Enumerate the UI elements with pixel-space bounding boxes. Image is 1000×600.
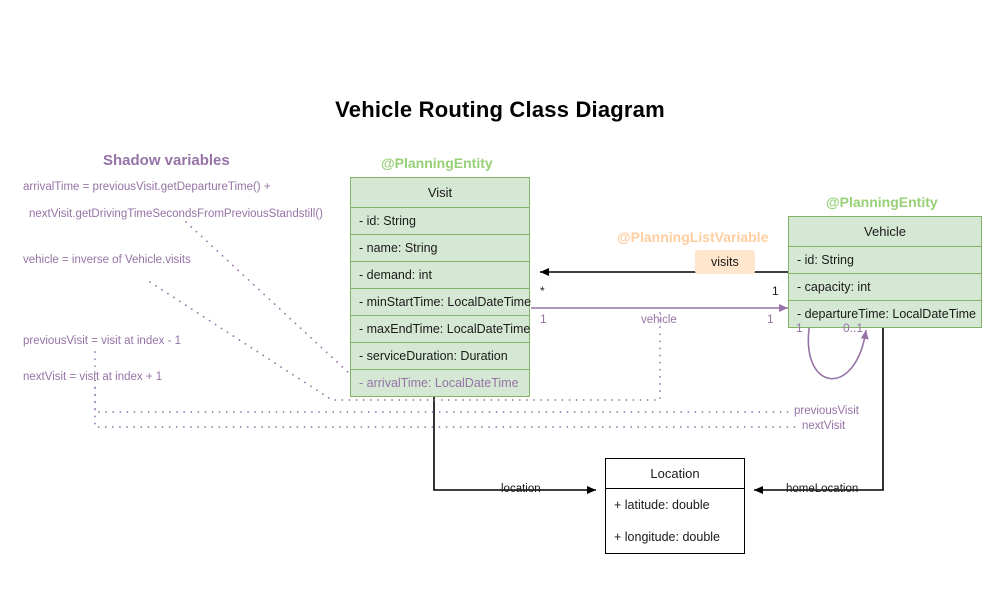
multiplicity-self-loop-left: 1 — [796, 321, 803, 335]
association-badge-visits: visits — [695, 250, 755, 274]
shadow-note-previous-visit: previousVisit = visit at index - 1 — [23, 335, 181, 347]
class-attribute: - maxEndTime: LocalDateTime — [351, 316, 530, 343]
class-box-location[interactable]: Location + latitude: double + longitude:… — [605, 458, 745, 554]
multiplicity-visits-source: * — [540, 284, 545, 298]
class-box-visit[interactable]: Visit - id: String - name: String - dema… — [350, 177, 531, 397]
class-attribute: - departureTime: LocalDateTime — [797, 307, 977, 321]
multiplicity-visits-target: 1 — [772, 284, 779, 298]
class-attribute: - id: String — [351, 208, 529, 235]
class-attribute-shadow: - arrivalTime: LocalDateTime — [359, 376, 519, 390]
class-attribute: - id: String — [789, 247, 981, 274]
stereotype-planning-entity-visit: @PlanningEntity — [381, 155, 493, 171]
class-name-vehicle: Vehicle — [789, 217, 981, 247]
class-attribute: - minStartTime: LocalDateTime — [351, 289, 531, 316]
association-label-next-visit: nextVisit — [802, 420, 846, 432]
association-label-location: location — [501, 483, 541, 495]
class-attribute: + longitude: double — [614, 530, 720, 544]
shadow-note-arrival-time-2: nextVisit.getDrivingTimeSecondsFromPrevi… — [29, 208, 323, 220]
multiplicity-self-loop-right: 0..1 — [843, 321, 864, 335]
stereotype-planning-entity-vehicle: @PlanningEntity — [826, 194, 938, 210]
edge-location — [433, 386, 596, 494]
class-name-visit: Visit — [351, 178, 529, 208]
multiplicity-vehicle-target: 1 — [767, 312, 774, 326]
shadow-note-vehicle: vehicle = inverse of Vehicle.visits — [23, 254, 191, 266]
association-label-vehicle: vehicle — [641, 314, 677, 326]
stereotype-planning-list-variable: @PlanningListVariable — [617, 229, 769, 245]
association-label-previous-visit: previousVisit — [794, 405, 859, 417]
association-label-home-location: homeLocation — [786, 483, 859, 495]
class-attribute: - demand: int — [351, 262, 529, 289]
class-attribute: + latitude: double — [614, 498, 710, 512]
class-name-location: Location — [606, 459, 744, 489]
shadow-note-arrival-time-1: arrivalTime = previousVisit.getDeparture… — [23, 181, 271, 193]
page-title: Vehicle Routing Class Diagram — [335, 97, 665, 122]
shadow-variables-heading: Shadow variables — [103, 152, 230, 169]
shadow-note-next-visit: nextVisit = visit at index + 1 — [23, 371, 163, 383]
class-attribute: - serviceDuration: Duration — [351, 343, 529, 370]
class-attribute: - name: String — [351, 235, 529, 262]
multiplicity-vehicle-source: 1 — [540, 312, 547, 326]
class-attribute: - capacity: int — [789, 274, 981, 301]
class-box-vehicle[interactable]: Vehicle - id: String - capacity: int - d… — [788, 216, 982, 328]
